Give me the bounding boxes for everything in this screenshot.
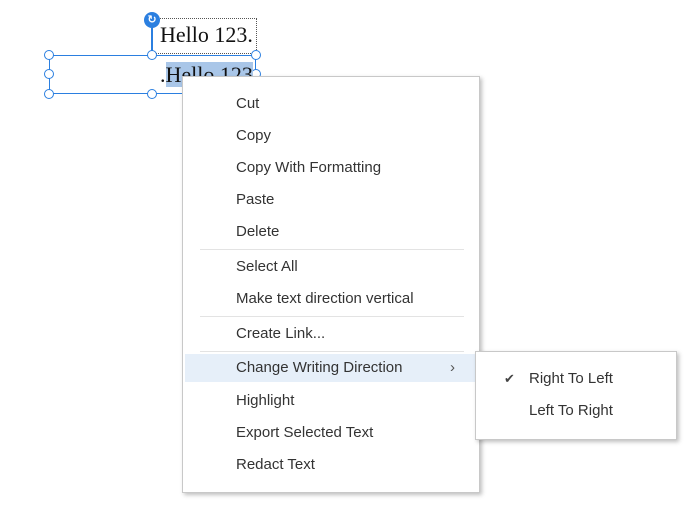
menu-item-label: Copy With Formatting xyxy=(236,159,382,176)
text-prefix: . xyxy=(160,62,166,87)
menu-separator xyxy=(200,316,464,317)
menu-item-copy[interactable]: Copy xyxy=(183,122,479,150)
menu-item-label: Select All xyxy=(236,258,298,275)
checkmark-icon: ✔ xyxy=(504,371,515,386)
text-box-original-content[interactable]: Hello 123. xyxy=(160,22,253,47)
chevron-right-icon: › xyxy=(450,359,455,376)
menu-item-label: Change Writing Direction xyxy=(236,359,403,376)
writing-direction-submenu: ✔ Right To Left Left To Right xyxy=(475,351,677,440)
menu-separator xyxy=(200,351,464,352)
resize-handle-top-left[interactable] xyxy=(44,50,54,60)
menu-item-label: Cut xyxy=(236,95,260,112)
resize-handle-top-center[interactable] xyxy=(147,50,157,60)
menu-item-label: Copy xyxy=(236,127,272,144)
submenu-item-label: Left To Right xyxy=(529,402,613,419)
menu-item-cut[interactable]: Cut xyxy=(183,90,479,118)
menu-item-text-direction-vertical[interactable]: Make text direction vertical xyxy=(183,285,479,313)
menu-item-export-selected-text[interactable]: Export Selected Text xyxy=(183,419,479,447)
menu-item-delete[interactable]: Delete xyxy=(183,218,479,246)
menu-item-label: Redact Text xyxy=(236,456,315,473)
menu-item-highlight[interactable]: Highlight xyxy=(183,387,479,415)
resize-handle-bottom-left[interactable] xyxy=(44,89,54,99)
rotate-handle-icon[interactable]: ↻ xyxy=(144,12,160,28)
menu-separator xyxy=(200,249,464,250)
menu-item-label: Delete xyxy=(236,223,280,240)
resize-handle-bottom-center[interactable] xyxy=(147,89,157,99)
resize-handle-middle-left[interactable] xyxy=(44,69,54,79)
resize-handle-top-right[interactable] xyxy=(251,50,261,60)
menu-item-label: Create Link... xyxy=(236,325,326,342)
menu-item-label: Highlight xyxy=(236,392,295,409)
menu-item-label: Make text direction vertical xyxy=(236,290,414,307)
menu-item-change-writing-direction[interactable]: Change Writing Direction › xyxy=(185,354,475,382)
menu-item-select-all[interactable]: Select All xyxy=(183,253,479,281)
submenu-item-right-to-left[interactable]: ✔ Right To Left xyxy=(476,365,676,393)
menu-item-redact-text[interactable]: Redact Text xyxy=(183,451,479,479)
menu-item-label: Export Selected Text xyxy=(236,424,374,441)
submenu-item-label: Right To Left xyxy=(529,370,613,387)
menu-item-label: Paste xyxy=(236,191,275,208)
menu-item-copy-with-formatting[interactable]: Copy With Formatting xyxy=(183,154,479,182)
menu-item-paste[interactable]: Paste xyxy=(183,186,479,214)
menu-item-create-link[interactable]: Create Link... xyxy=(183,320,479,348)
rotate-handle-stem xyxy=(151,28,153,54)
submenu-item-left-to-right[interactable]: Left To Right xyxy=(476,397,676,425)
context-menu: Cut Copy Copy With Formatting Paste Dele… xyxy=(182,76,480,493)
